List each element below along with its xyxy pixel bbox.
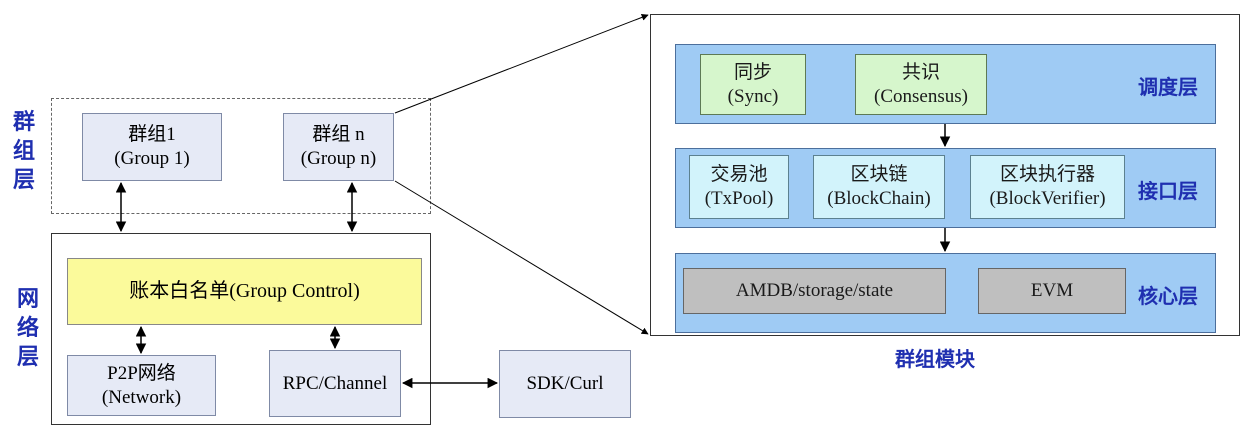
sdk-curl-label: SDK/Curl xyxy=(526,373,604,395)
group-1-box: 群组1 (Group 1) xyxy=(82,113,222,181)
txpool-name: 交易池 xyxy=(710,164,768,186)
p2p-name: P2P网络 xyxy=(107,362,176,384)
consensus-box: 共识 (Consensus) xyxy=(855,54,987,115)
blockchain-box: 区块链 (BlockChain) xyxy=(813,155,945,219)
group-layer-container xyxy=(51,98,431,214)
group-1-subtitle: (Group 1) xyxy=(114,148,190,169)
group-n-subtitle: (Group n) xyxy=(300,148,377,169)
group-n-name: 群组 n xyxy=(312,124,365,146)
rpc-channel-label: RPC/Channel xyxy=(282,372,388,394)
txpool-subtitle: (TxPool) xyxy=(704,188,774,209)
scheduling-layer-label: 调度层 xyxy=(1138,75,1198,99)
amdb-storage-box: AMDB/storage/state xyxy=(683,268,946,314)
evm-box: EVM xyxy=(978,268,1126,314)
core-layer-label: 核心层 xyxy=(1138,284,1198,308)
consensus-subtitle: (Consensus) xyxy=(874,85,968,107)
group-module-container xyxy=(650,14,1240,336)
blockverifier-box: 区块执行器 (BlockVerifier) xyxy=(970,155,1125,219)
network-layer-container xyxy=(51,233,431,425)
group-layer-label: 群组层 xyxy=(12,110,35,194)
sync-box: 同步 (Sync) xyxy=(700,54,806,115)
blockchain-name: 区块链 xyxy=(850,164,908,186)
evm-label: EVM xyxy=(1030,280,1074,302)
amdb-label: AMDB/storage/state xyxy=(735,280,894,302)
interface-layer-label: 接口层 xyxy=(1138,179,1198,203)
blockverifier-subtitle: (BlockVerifier) xyxy=(989,188,1106,209)
p2p-network-box: P2P网络 (Network) xyxy=(67,355,216,416)
txpool-box: 交易池 (TxPool) xyxy=(689,155,789,219)
blockverifier-name: 区块执行器 xyxy=(999,164,1095,186)
p2p-subtitle: (Network) xyxy=(101,386,182,408)
group-module-title: 群组模块 xyxy=(895,347,975,371)
blockchain-subtitle: (BlockChain) xyxy=(827,188,931,209)
rpc-channel-box: RPC/Channel xyxy=(269,350,401,417)
group-control-label: 账本白名单(Group Control) xyxy=(129,280,360,302)
consensus-name: 共识 xyxy=(901,61,940,83)
group-1-name: 群组1 xyxy=(128,124,176,146)
group-n-box: 群组 n (Group n) xyxy=(283,113,394,181)
sync-name: 同步 xyxy=(733,61,772,83)
network-layer-label: 网络层 xyxy=(16,287,39,371)
zoom-line-bottom xyxy=(394,180,649,335)
sync-subtitle: (Sync) xyxy=(727,85,779,107)
sdk-curl-box: SDK/Curl xyxy=(499,350,631,418)
zoom-line-top xyxy=(394,14,649,114)
group-control-box: 账本白名单(Group Control) xyxy=(67,258,422,325)
